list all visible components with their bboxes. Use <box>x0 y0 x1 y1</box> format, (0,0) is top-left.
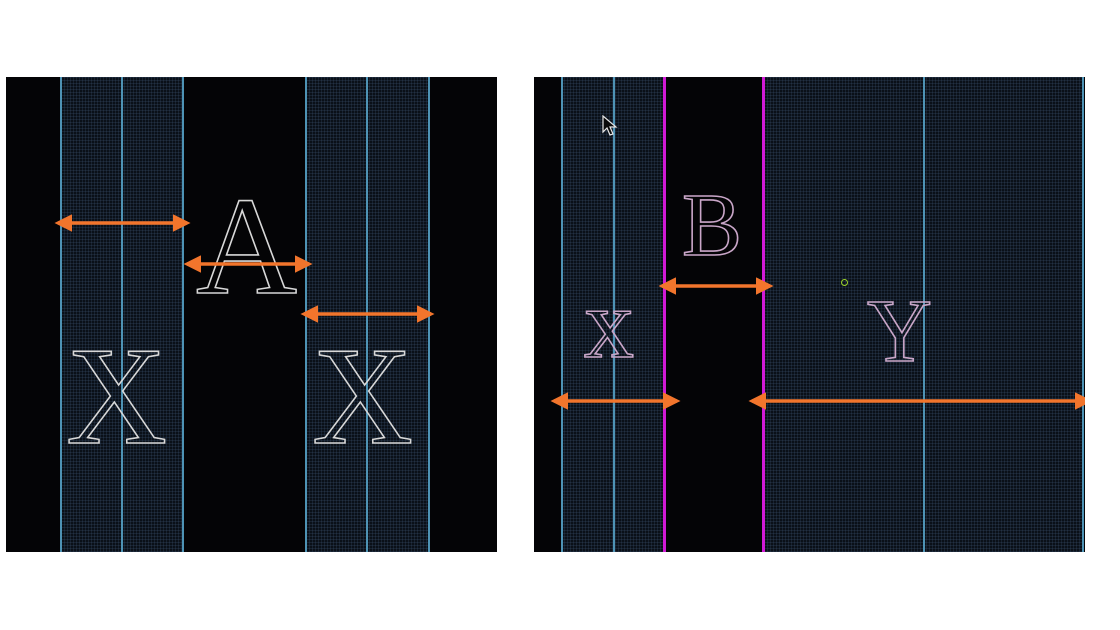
x-column-grid <box>561 77 663 552</box>
right-arrows <box>550 277 1085 410</box>
right-spacing-panel: B x Y <box>534 77 1085 552</box>
guide-line <box>613 77 615 552</box>
magenta-guide-line <box>762 77 765 552</box>
letter-y: Y <box>866 282 933 381</box>
letter-b: B <box>681 176 743 275</box>
letter-x-lower: x <box>583 268 635 379</box>
mouse-pointer-icon <box>602 115 618 136</box>
guide-line <box>60 77 62 552</box>
guide-line <box>923 77 925 552</box>
guide-line <box>121 77 123 552</box>
guide-line <box>1082 77 1084 552</box>
letter-x-left: X <box>65 319 168 474</box>
origin-point <box>841 279 848 286</box>
letter-a: A <box>195 169 298 324</box>
magenta-guide-line <box>663 77 666 552</box>
left-spacing-panel: A X X <box>6 77 497 552</box>
left-arrows <box>54 214 435 323</box>
guide-line <box>182 77 184 552</box>
letter-x-right: X <box>311 319 414 474</box>
guide-line <box>561 77 563 552</box>
